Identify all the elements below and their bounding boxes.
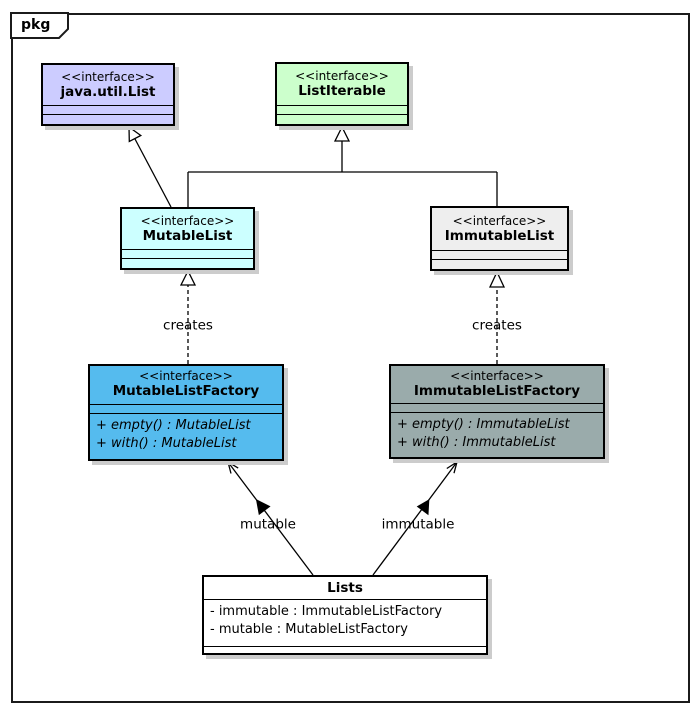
class-box-listiterable[interactable]: <<interface>> ListIterable <box>275 62 409 126</box>
attribute: - immutable : ImmutableListFactory <box>210 604 443 619</box>
operation: + empty() : ImmutableList <box>397 416 570 432</box>
attributes-compartment-empty <box>432 250 567 259</box>
class-title: <<interface>> ImmutableList <box>432 208 567 250</box>
creates-dependency-right <box>488 270 506 364</box>
package-tab <box>10 12 69 39</box>
class-name: ListIterable <box>298 83 386 99</box>
operations-compartment-empty <box>43 114 173 124</box>
package-frame <box>11 13 690 703</box>
class-name: ImmutableListFactory <box>413 382 581 399</box>
stereotype-label: <<interface>> <box>450 368 544 383</box>
attributes-compartment-empty <box>391 402 603 412</box>
operations-compartment-empty <box>277 114 407 124</box>
class-box-lists[interactable]: Lists - immutable : ImmutableListFactory… <box>202 575 488 655</box>
class-name: Lists <box>327 579 363 596</box>
class-name: MutableListFactory <box>112 383 260 400</box>
creates-label-left: creates <box>163 317 213 334</box>
class-title: <<interface>> ListIterable <box>277 64 407 105</box>
stereotype-label: <<interface>> <box>61 69 155 84</box>
class-title: <<interface>> java.util.List <box>43 65 173 105</box>
stereotype-label: <<interface>> <box>140 213 235 228</box>
package-tab-label: pkg <box>21 17 51 33</box>
association-lists-to-mutablelistfactory <box>226 460 314 576</box>
attributes-compartment-empty <box>122 249 253 258</box>
attributes-compartment: - immutable : ImmutableListFactory - mut… <box>204 599 486 646</box>
operation: + with() : MutableList <box>96 435 237 451</box>
class-box-java-util-list[interactable]: <<interface>> java.util.List <box>41 63 175 126</box>
attribute: - mutable : MutableListFactory <box>210 622 408 637</box>
class-title: <<interface>> MutableList <box>122 209 253 249</box>
class-box-immutablelistfactory[interactable]: <<interface>> ImmutableListFactory + emp… <box>389 364 605 459</box>
operations-compartment: + empty() : ImmutableList + with() : Imm… <box>391 411 603 458</box>
operations-compartment-empty <box>432 259 567 269</box>
creates-dependency-left <box>179 269 197 364</box>
generalization-tree-to-listiterable <box>187 125 498 207</box>
class-title: <<interface>> ImmutableListFactory <box>391 366 603 403</box>
operations-compartment-empty <box>122 258 253 268</box>
class-name: ImmutableList <box>444 227 555 244</box>
class-title: Lists <box>204 577 486 599</box>
generalization-mutablelist-to-javautillist <box>128 125 172 208</box>
attributes-compartment-empty <box>43 105 173 114</box>
operation: + with() : ImmutableList <box>397 434 556 450</box>
creates-label-right: creates <box>472 317 522 334</box>
class-title: <<interface>> MutableListFactory <box>90 366 282 404</box>
operations-compartment-empty <box>204 645 486 654</box>
stereotype-label: <<interface>> <box>139 369 233 384</box>
class-name: java.util.List <box>60 83 156 100</box>
attributes-compartment-empty <box>277 105 407 114</box>
immutable-role-label: immutable <box>381 516 455 533</box>
operation: + empty() : MutableList <box>96 417 251 433</box>
stereotype-label: <<interface>> <box>452 213 547 228</box>
association-lists-to-immutablelistfactory <box>372 460 459 576</box>
attributes-compartment-empty <box>90 403 282 413</box>
class-box-mutablelistfactory[interactable]: <<interface>> MutableListFactory + empty… <box>88 364 284 461</box>
operations-compartment: + empty() : MutableList + with() : Mutab… <box>90 412 282 460</box>
mutable-role-label: mutable <box>240 516 296 533</box>
class-name: MutableList <box>142 227 233 244</box>
stereotype-label: <<interface>> <box>295 69 389 83</box>
class-box-mutablelist[interactable]: <<interface>> MutableList <box>120 207 255 270</box>
class-box-immutablelist[interactable]: <<interface>> ImmutableList <box>430 206 569 271</box>
